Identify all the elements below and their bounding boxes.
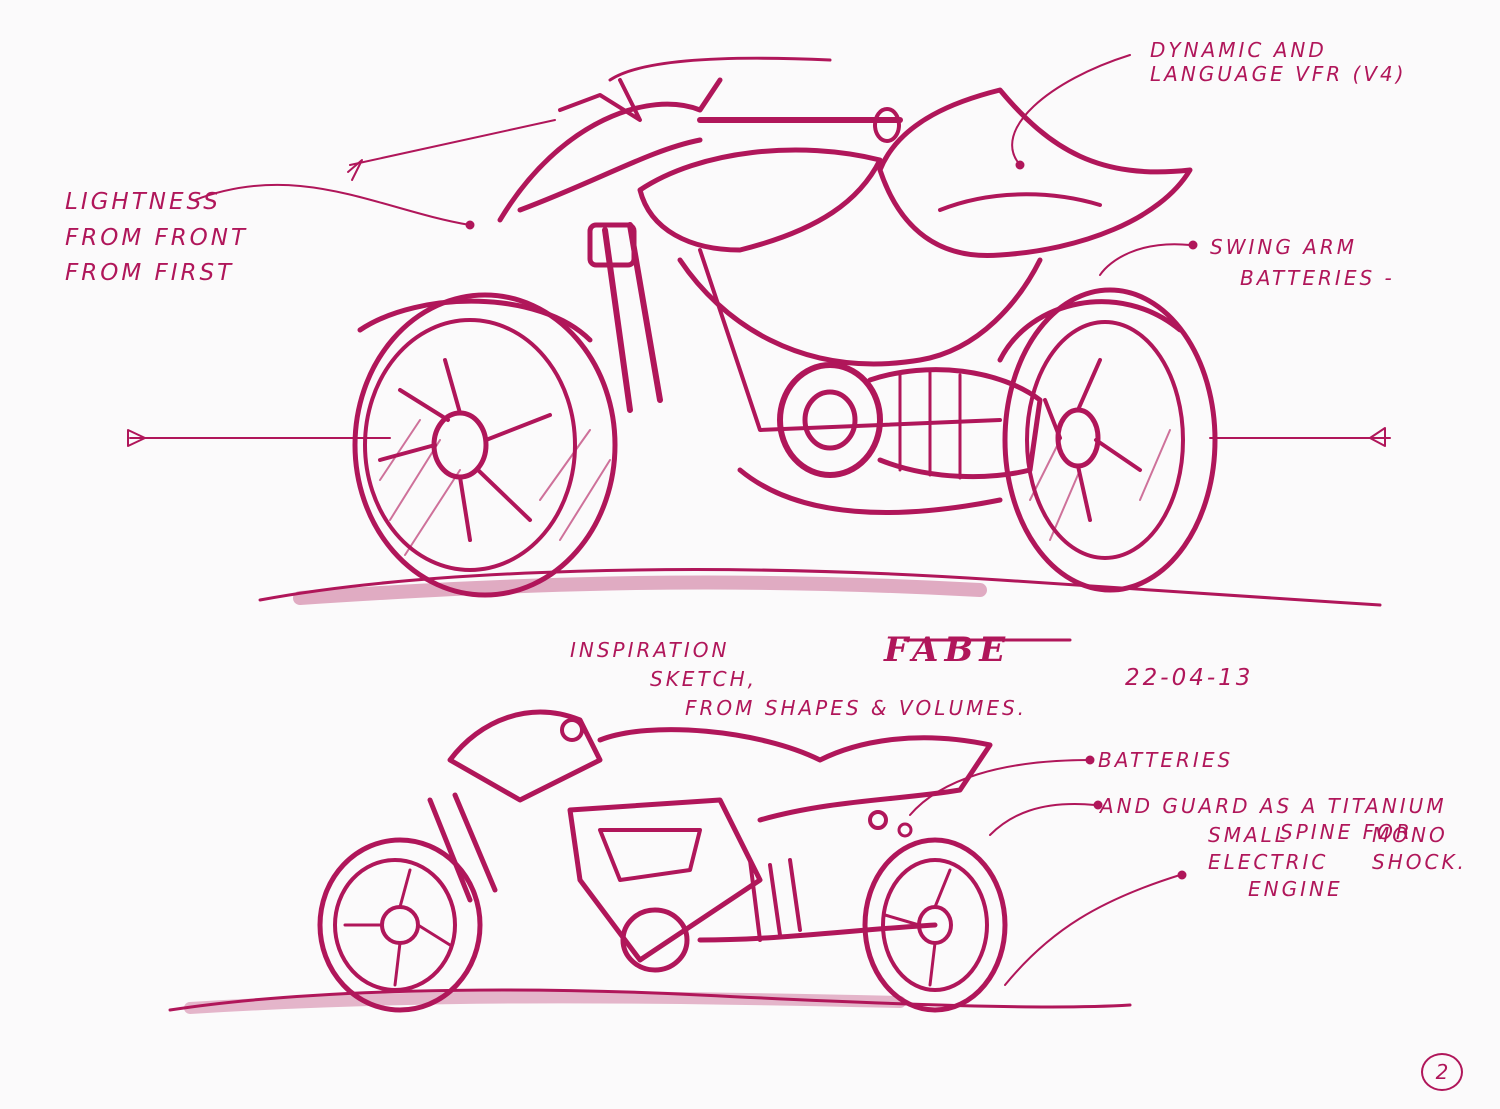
page-number: 2: [1421, 1053, 1463, 1091]
top-motorcycle-sketch: [127, 54, 1391, 607]
note-line: LIGHTNESS: [65, 189, 221, 215]
note-line: AND GUARD AS A TITANIUM: [1100, 794, 1447, 818]
note-line: FROM FIRST: [65, 260, 235, 287]
note-dynamic: DYNAMIC AND LANGUAGE VFR (V4): [1150, 38, 1407, 86]
note-line: INSPIRATION: [570, 638, 730, 662]
note-swing-arm: SWING ARM BATTERIES -: [1210, 232, 1395, 294]
note-line: BATTERIES -: [1240, 266, 1395, 290]
bottom-motorcycle-sketch: [168, 709, 1187, 1014]
note-batteries: BATTERIES: [1098, 748, 1234, 772]
note-line: FROM FRONT: [65, 224, 249, 251]
note-line: SPINE FOR: [1280, 820, 1413, 844]
note-line: SMALL: [1208, 823, 1289, 847]
note-line: SWING ARM: [1210, 235, 1358, 259]
note-guard: AND GUARD AS A TITANIUM SPINE FOR: [1100, 793, 1447, 845]
note-line: MONO: [1372, 823, 1448, 847]
note-line: LANGUAGE VFR (V4): [1150, 62, 1407, 86]
note-line: SKETCH,: [650, 667, 758, 691]
sketch-date: 22-04-13: [1125, 665, 1254, 691]
note-line: ELECTRIC: [1208, 850, 1329, 874]
artist-signature: FABE: [884, 630, 1012, 670]
note-line: SHOCK.: [1372, 850, 1467, 874]
note-lightness: LIGHTNESS FROM FRONT FROM FIRST: [65, 185, 248, 292]
note-mono-shock: MONO SHOCK.: [1372, 822, 1467, 876]
note-line: DYNAMIC AND: [1150, 38, 1327, 62]
note-inspiration: INSPIRATION SKETCH, FROM SHAPES & VOLUME…: [570, 636, 1027, 723]
note-engine: SMALL ELECTRIC ENGINE: [1208, 822, 1343, 903]
note-line: ENGINE: [1248, 877, 1343, 901]
note-line: FROM SHAPES & VOLUMES.: [685, 696, 1028, 720]
